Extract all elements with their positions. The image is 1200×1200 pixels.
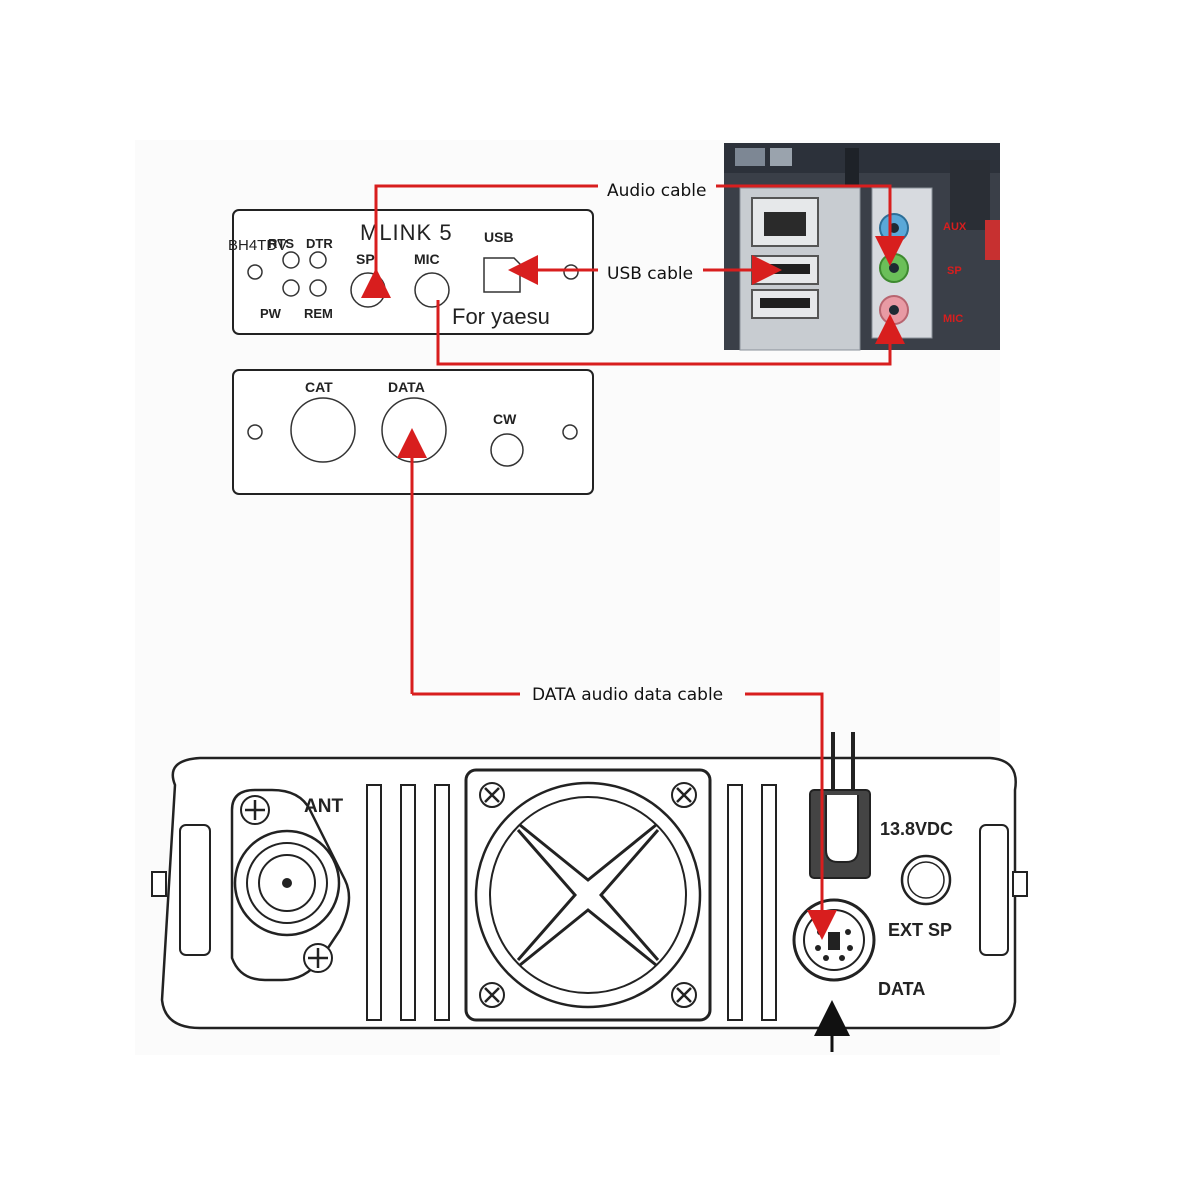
pc-rear-io-photo: AUX SP MIC bbox=[724, 143, 1000, 350]
pc-label-aux: AUX bbox=[943, 221, 967, 233]
led-label-rem: REM bbox=[304, 306, 333, 321]
callout-data-cable: DATA audio data cable bbox=[532, 685, 723, 705]
pc-label-mic: MIC bbox=[943, 313, 963, 325]
cooling-fan bbox=[466, 770, 710, 1020]
rear-label-cw: CW bbox=[493, 411, 517, 427]
jack-label-sp: SP bbox=[356, 251, 375, 267]
mounting-hole-right bbox=[564, 265, 578, 279]
data-connector bbox=[382, 398, 446, 462]
radio-label-power: 13.8VDC bbox=[880, 819, 953, 839]
radio-label-ant: ANT bbox=[304, 796, 343, 817]
mlink-front-panel: MLINK 5 For yaesu BH4TDV RTS DTR PW REM … bbox=[228, 210, 593, 334]
led-label-dtr: DTR bbox=[306, 236, 333, 251]
radio-label-ext-sp: EXT SP bbox=[888, 920, 952, 940]
led-label-pw: PW bbox=[260, 306, 282, 321]
jack-label-usb: USB bbox=[484, 229, 514, 245]
rear-label-data: DATA bbox=[388, 379, 425, 395]
led-dtr bbox=[310, 252, 326, 268]
cw-jack bbox=[491, 434, 523, 466]
callout-usb-cable: USB cable bbox=[607, 264, 693, 284]
led-rts bbox=[283, 252, 299, 268]
rear-hole-right bbox=[563, 425, 577, 439]
jack-sp bbox=[351, 273, 385, 307]
jack-label-mic: MIC bbox=[414, 251, 440, 267]
led-pw bbox=[283, 280, 299, 296]
mlink-subtitle: For yaesu bbox=[452, 304, 550, 329]
mlink-title: MLINK 5 bbox=[360, 220, 453, 245]
mounting-hole-left bbox=[248, 265, 262, 279]
jack-mic bbox=[415, 273, 449, 307]
radio-data-port bbox=[794, 900, 874, 980]
rear-label-cat: CAT bbox=[305, 379, 333, 395]
radio-rear-panel: ANT bbox=[152, 732, 1027, 1028]
rear-hole-left bbox=[248, 425, 262, 439]
usb-b-port bbox=[484, 258, 520, 292]
callout-audio-cable: Audio cable bbox=[607, 181, 706, 201]
led-label-rts: RTS bbox=[268, 236, 294, 251]
pc-label-sp: SP bbox=[947, 265, 962, 277]
radio-label-data: DATA bbox=[878, 979, 925, 999]
cat-connector bbox=[291, 398, 355, 462]
led-rem bbox=[310, 280, 326, 296]
